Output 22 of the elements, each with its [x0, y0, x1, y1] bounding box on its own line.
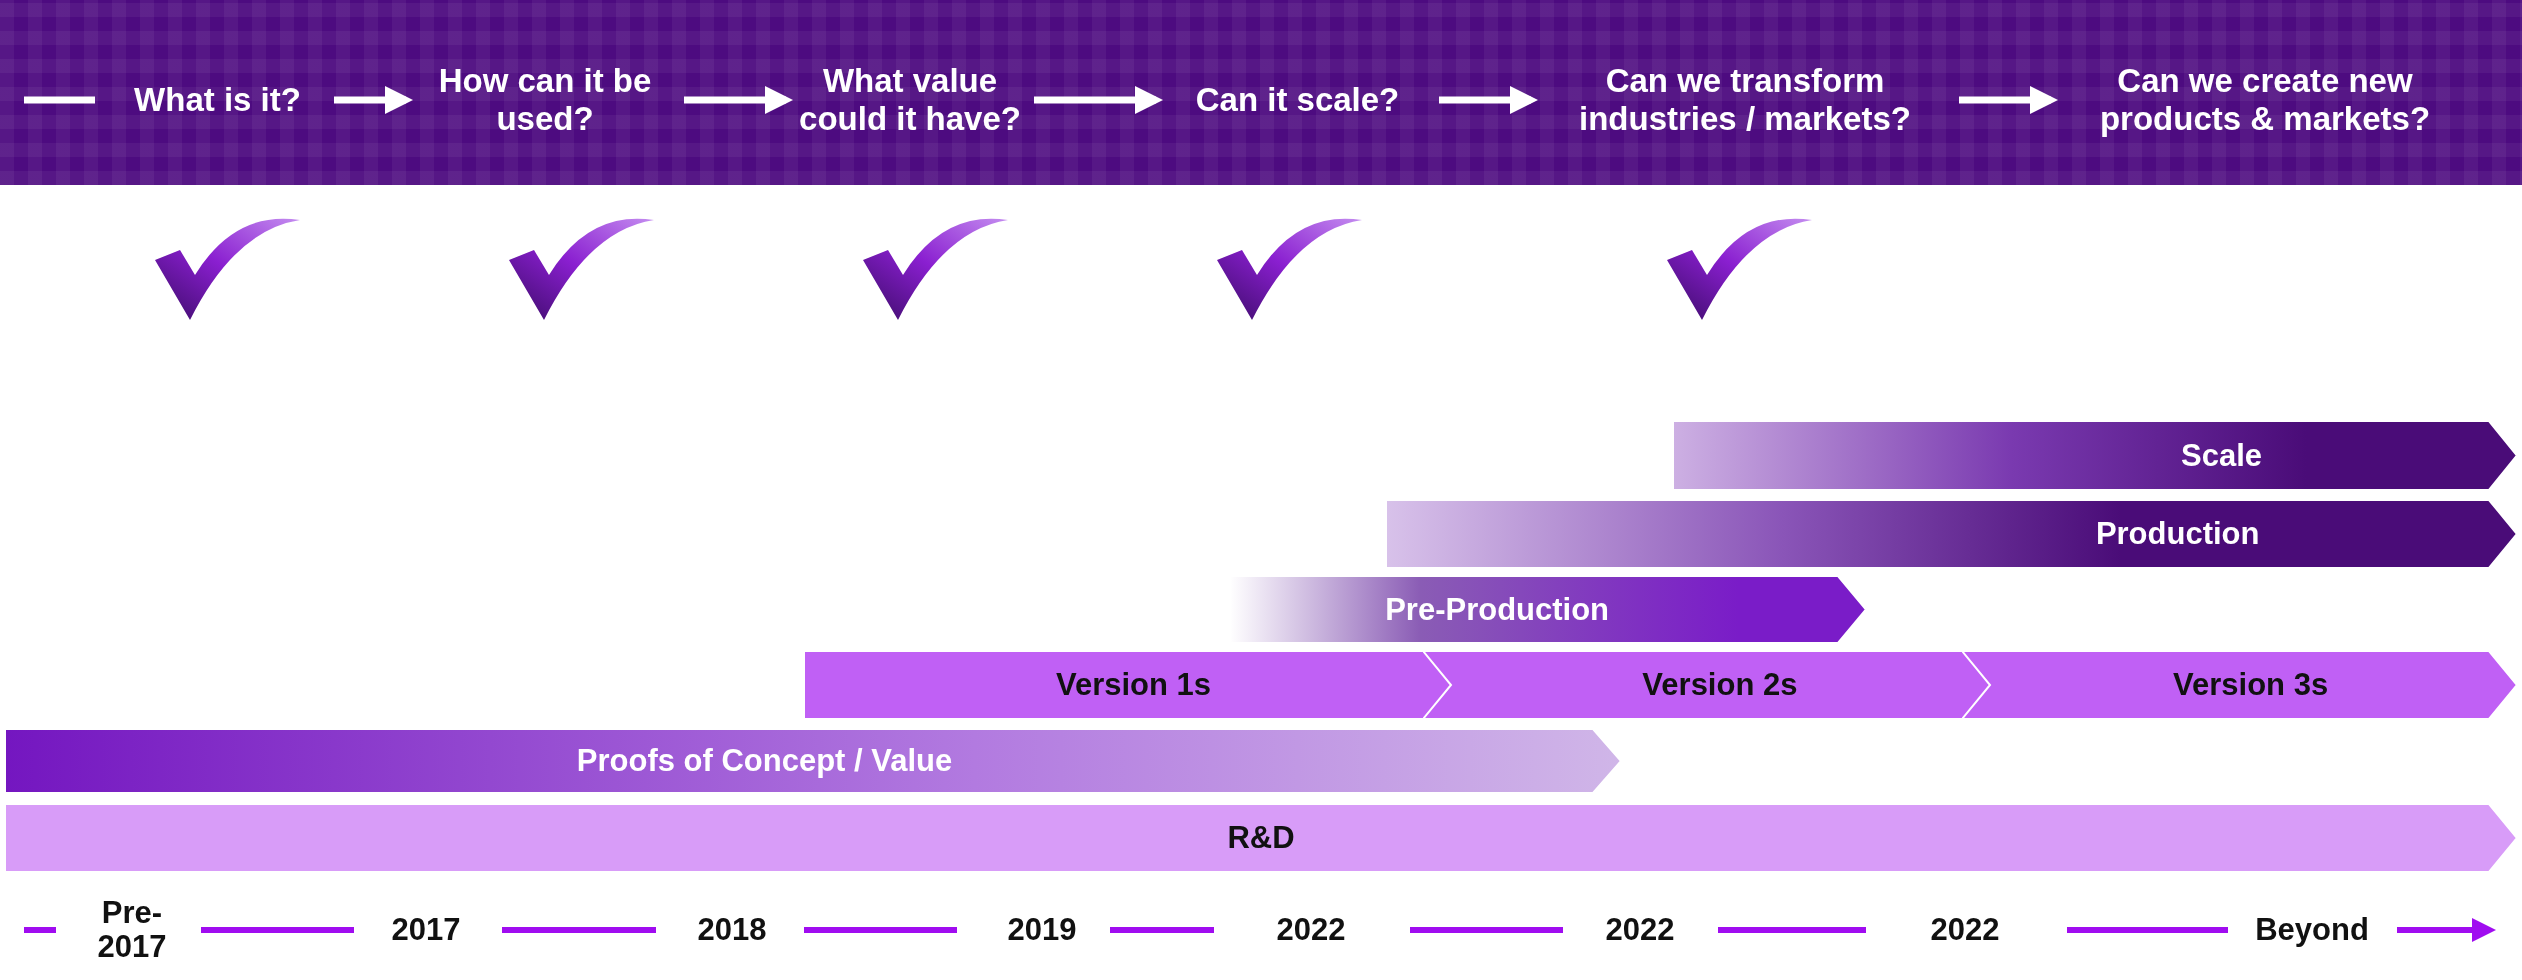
question-text: Can we transform industries / markets? [1535, 40, 1955, 160]
bar-label: Proofs of Concept / Value [576, 743, 953, 779]
year-label: 2018 [696, 913, 768, 948]
year-label: 2017 [390, 913, 462, 948]
bar-label: R&D [1227, 820, 1295, 856]
bar-label: Version 3s [2173, 667, 2329, 703]
bar-label: Pre-Production [1385, 591, 1610, 628]
year-label: Beyond [2254, 913, 2370, 948]
bar-label: Production [2095, 516, 2260, 552]
year-label: 2022 [1604, 913, 1676, 948]
bar-label: Version 2s [1642, 667, 1798, 703]
question-text: Can it scale? [1160, 40, 1435, 160]
question-text: Can we create new products & markets? [2055, 40, 2475, 160]
year-label: 2022 [1929, 913, 2001, 948]
question-text: What value could it have? [790, 40, 1030, 160]
year-label: 2022 [1275, 913, 1347, 948]
question-text: How can it be used? [410, 40, 680, 160]
year-label: Pre-2017 [96, 896, 168, 965]
bar-label: Version 1s [1055, 667, 1212, 703]
question-text: What is it? [105, 40, 330, 160]
year-label: 2019 [1006, 913, 1078, 948]
bar-label: Scale [2181, 437, 2263, 474]
